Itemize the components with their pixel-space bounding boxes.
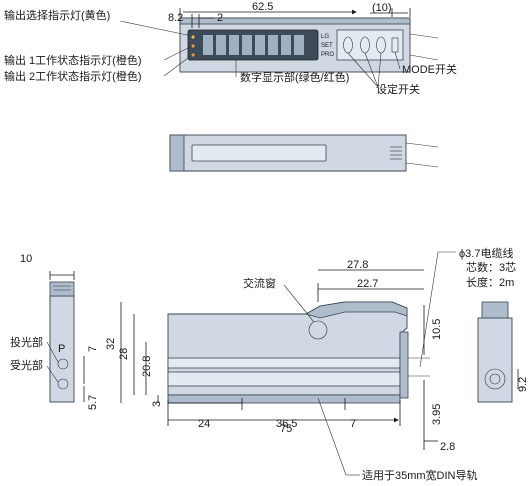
- dim-8-2: 8.2: [168, 12, 183, 24]
- label-ac-window: 交流窗: [243, 276, 276, 290]
- label-mode-switch: MODE开关: [402, 62, 457, 76]
- display-tag-set: SET: [321, 43, 333, 49]
- top-view-rim: [179, 17, 411, 25]
- label-receiver: 受光部: [10, 358, 43, 372]
- dim-front-20-8: 20.8: [141, 356, 153, 377]
- label-output2-indicator: 输出 2工作状态指示灯(橙色): [4, 69, 142, 83]
- dim-left-5-7: 5.7: [87, 395, 99, 410]
- dim-front-27-8: 27.8: [347, 259, 368, 271]
- cable-exit: [484, 368, 506, 390]
- label-cable: ϕ3.7电缆线: [459, 246, 513, 260]
- label-din-rail: 适用于35mm宽DIN导轨: [362, 468, 478, 482]
- label-output-select-indicator: 输出选择指示灯(黄色): [4, 8, 110, 22]
- display-tag-pro: PRO: [321, 52, 334, 58]
- p-mark: P: [58, 343, 65, 355]
- label-setting-switch: 设定开关: [376, 82, 420, 96]
- dim-front-3-95: 3.95: [431, 404, 443, 425]
- front-view: [167, 301, 430, 404]
- label-length: 长度：2m: [466, 275, 514, 289]
- output-select-led: [191, 35, 195, 39]
- dim-top-right: (10): [372, 2, 392, 14]
- dim-front-36-5: 36.5: [276, 418, 297, 430]
- label-digital-display: 数字显示部(绿色/红色): [240, 70, 349, 84]
- right-end-body: [477, 317, 513, 403]
- dim-top-width: 62.5: [252, 1, 273, 13]
- right-end-view: [477, 301, 513, 403]
- left-end-view: P: [49, 281, 75, 403]
- dim-front-28: 28: [118, 348, 130, 360]
- dim-left-7: 7: [87, 346, 99, 352]
- dim-front-24: 24: [198, 418, 210, 430]
- dim-front-75: 75: [280, 423, 292, 435]
- label-core-count: 芯数：3芯: [466, 260, 516, 274]
- display-tag-lg: LG: [321, 34, 329, 40]
- side-view-window: [191, 144, 327, 162]
- dim-2: 2: [217, 12, 223, 24]
- output1-led: [191, 44, 195, 48]
- dim-front-7b: 7: [350, 418, 356, 430]
- dim-front-22-7: 22.7: [357, 278, 378, 290]
- cable-gland: [399, 331, 409, 399]
- dim-front-2-8: 2.8: [440, 441, 455, 453]
- switch-panel: [336, 29, 404, 61]
- emitter-hole: [57, 358, 69, 370]
- label-emitter: 投光部: [10, 335, 43, 349]
- dim-left-10: 10: [20, 253, 32, 265]
- dim-front-10-5: 10.5: [431, 319, 443, 340]
- left-end-body: [49, 295, 75, 403]
- label-output1-indicator: 输出 1工作状态指示灯(橙色): [4, 53, 142, 67]
- receiver-hole: [57, 378, 69, 390]
- side-view: [169, 134, 439, 172]
- ac-window: [308, 320, 328, 340]
- output2-led: [191, 53, 195, 57]
- top-view: LG SET PRO: [179, 17, 439, 73]
- dim-front-3: 3: [151, 401, 163, 407]
- dim-right-9-2: 9.2: [517, 377, 529, 392]
- dim-front-32: 32: [105, 338, 117, 350]
